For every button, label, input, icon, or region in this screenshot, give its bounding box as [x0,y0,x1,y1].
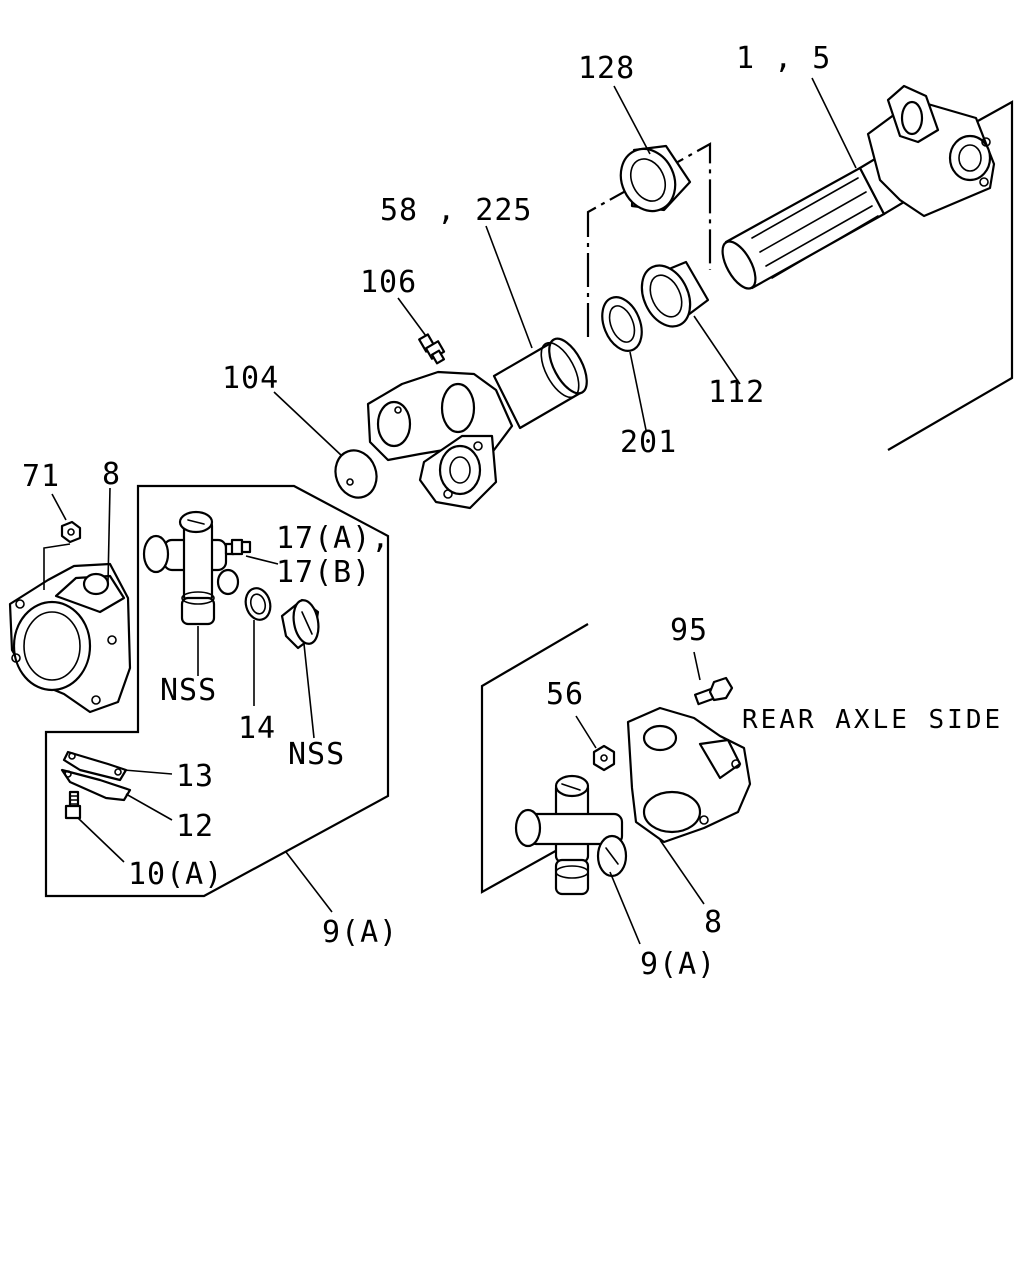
seal-ring-14-part [244,587,272,621]
plug-104-part [334,449,378,499]
callout-106: 106 [360,265,417,300]
callout-128: 128 [578,51,635,86]
seal-201-part [601,296,643,352]
splined-shaft-part [721,84,996,290]
slip-yoke-58-225-part [366,337,588,510]
callout-112: 112 [708,375,765,410]
flange-yoke-8-right-part [626,706,752,844]
callout-9a-left: 9(A) [322,915,398,950]
strap-12-part [60,768,132,802]
callout-8-left: 8 [102,457,121,492]
sleeve-112-part [640,260,710,328]
callout-nss-cross: NSS [160,673,217,708]
bolt-10a-part [64,790,82,820]
callout-104: 104 [222,361,279,396]
ring-128-part [619,144,692,213]
callout-12: 12 [176,809,214,844]
grease-nipple-106-part [418,333,446,365]
lock-plate-13-part [62,750,128,782]
bearing-cap-nss-part [280,598,320,650]
callout-201: 201 [620,425,677,460]
leader-lines [43,77,857,945]
flange-yoke-8-left-part [8,562,132,714]
callout-95: 95 [670,613,708,648]
callout-17b: 17(B) [276,555,371,590]
callout-1-5: 1 , 5 [736,41,831,76]
callout-17a: 17(A), [276,521,390,556]
nut-56-part [592,744,616,772]
callout-71: 71 [22,459,60,494]
universal-joint-9a-left-part [142,510,240,626]
grease-fitting-17-part [224,538,252,556]
universal-joint-9a-right-part [514,774,628,896]
group-frame-universal-joint [44,484,390,898]
callout-13: 13 [176,759,214,794]
group-frame-rear-axle [480,623,589,894]
callout-56: 56 [546,677,584,712]
callout-58-225: 58 , 225 [380,193,533,228]
callout-10a: 10(A) [128,857,223,892]
callout-14: 14 [238,711,276,746]
bolt-95-part [693,676,734,706]
group-frame-upper [586,100,1014,451]
rear-axle-side-note: REAR AXLE SIDE [742,705,1003,735]
nut-71-part [60,520,82,544]
callout-9a-right: 9(A) [640,947,716,982]
callout-nss-cap: NSS [288,737,345,772]
callout-8-right: 8 [704,905,723,940]
